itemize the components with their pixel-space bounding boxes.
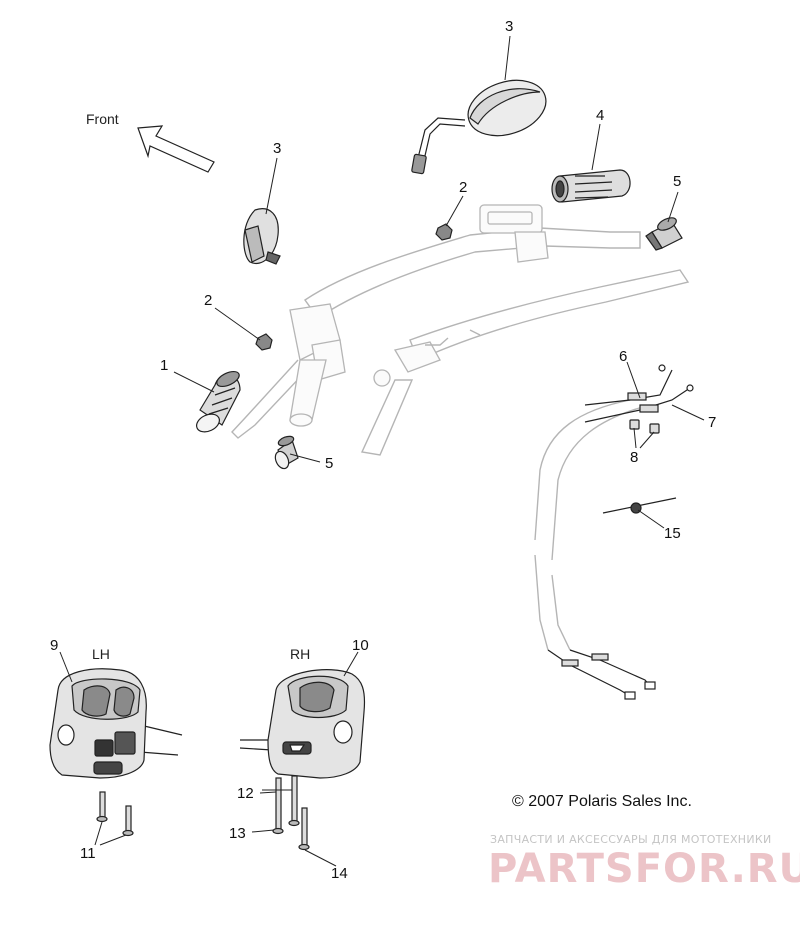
nut-lower [255, 333, 273, 351]
nut-upper [435, 223, 453, 241]
callout-3: 3 [273, 140, 281, 157]
callout-2: 2 [459, 179, 467, 196]
grip-left [196, 370, 241, 433]
callout-8: 8 [630, 449, 638, 466]
copyright: © 2007 Polaris Sales Inc. [512, 793, 692, 810]
handlebar-outline [231, 204, 690, 456]
throttle-cables [534, 364, 694, 700]
cable-clips [629, 419, 660, 434]
callout-7: 7 [708, 414, 716, 431]
callout-5: 5 [325, 455, 333, 472]
callout-11: 11 [80, 845, 96, 862]
lh-switch-housing [49, 668, 183, 779]
lh-label: LH [92, 646, 110, 662]
front-label: Front [86, 111, 119, 127]
callout-5: 5 [673, 173, 681, 190]
callout-9: 9 [50, 637, 58, 654]
callout-3: 3 [505, 18, 513, 35]
bar-end-left [274, 435, 299, 470]
grip-right [551, 169, 631, 203]
callout-6: 6 [619, 348, 627, 365]
callout-1: 1 [160, 357, 168, 374]
callout-4: 4 [596, 107, 604, 124]
front-arrow [137, 125, 215, 173]
leader-lines [59, 35, 705, 867]
callout-13: 13 [229, 825, 246, 842]
rh-switch-housing [239, 669, 366, 779]
callout-10: 10 [352, 637, 369, 654]
callout-15: 15 [664, 525, 681, 542]
watermark-tagline: ЗАПЧАСТИ И АКСЕССУАРЫ ДЛЯ МОТОТЕХНИКИ [490, 833, 772, 846]
watermark-logo: PARTSFOR.RU [488, 846, 800, 892]
callout-2: 2 [204, 292, 212, 309]
callout-12: 12 [237, 785, 254, 802]
screws [96, 775, 310, 851]
bar-end-right [645, 217, 683, 251]
mirror-right [411, 79, 547, 175]
rh-label: RH [290, 646, 310, 662]
mirror-left [243, 208, 281, 265]
callout-14: 14 [331, 865, 348, 882]
